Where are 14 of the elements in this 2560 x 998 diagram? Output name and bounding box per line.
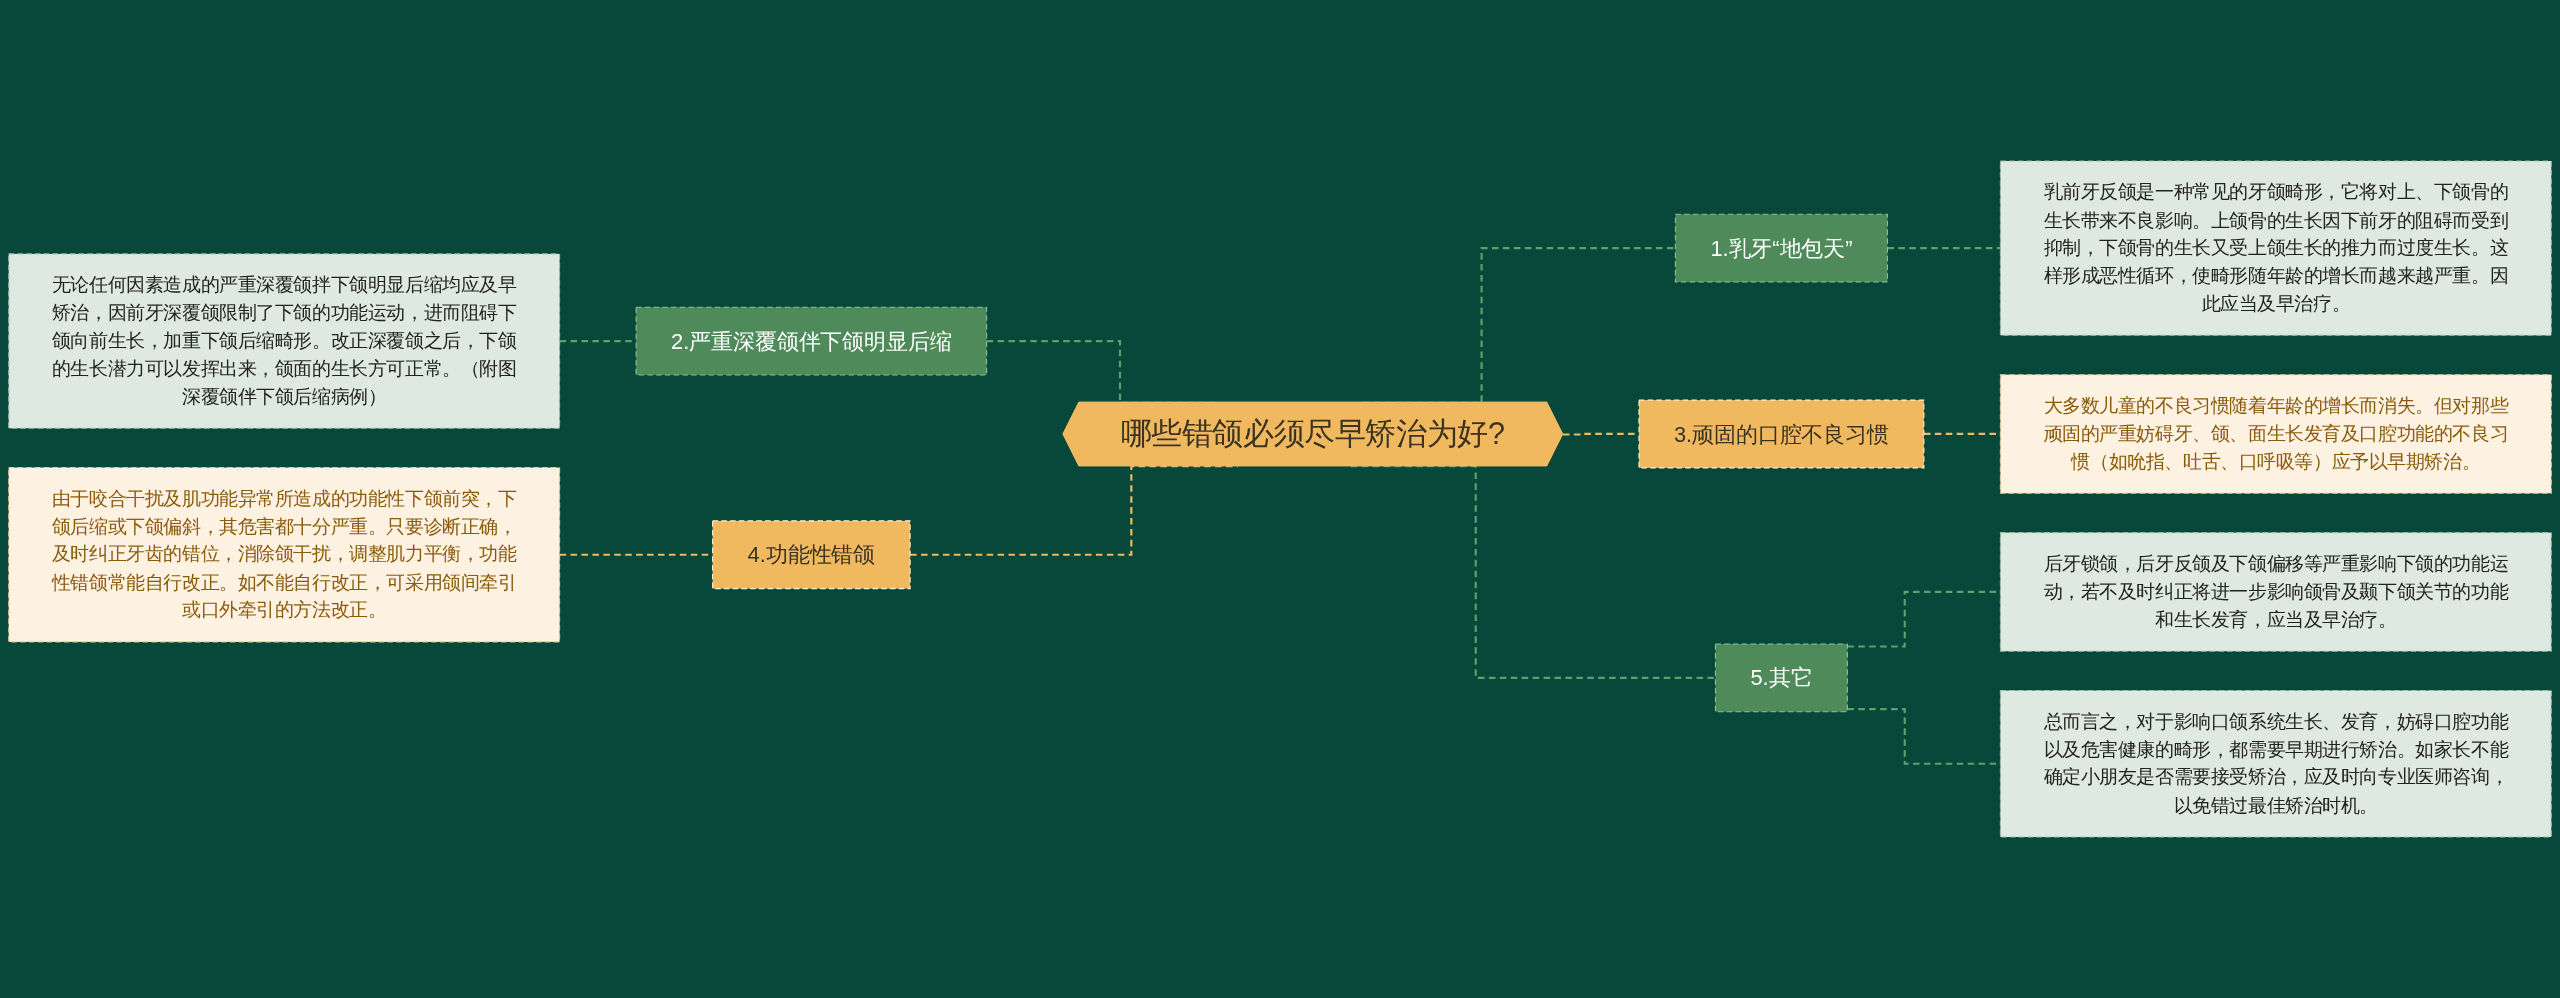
node-box: 后牙锁颌，后牙反颌及下颌偏移等严重影响下颌的功能运动，若不及时纠正将进一步影响颌骨及颞下颌关节的功能和生长发育，应当及早治疗。	[1999, 532, 2552, 652]
node-box: 大多数儿童的不良习惯随着年龄的增长而消失。但对那些顽固的严重妨碍牙、颌、面生长发育及口腔功能的不良习惯（如吮指、吐舌、口呼吸等）应予以早期矫治。	[1999, 374, 2552, 494]
node-box: 乳前牙反颌是一种常见的牙颌畸形，它将对上、下颌骨的生长带来不良影响。上颌骨的生长因下前牙的阻碍而受到抑制，下颌骨的生长又受上颌生长的推力而过度生长。这样形成恶性循环，使畸形随年龄的增长而越来越严重。因此应当及早治疗。	[1999, 160, 2552, 336]
connector	[910, 465, 1238, 556]
connector	[1887, 247, 2001, 250]
node-box: 总而言之，对于影响口颌系统生长、发育，妨碍口腔功能以及危害健康的畸形，都需要早期进行矫治。如家长不能确定小朋友是否需要接受矫治，应及时向专业医师咨询，以免错过最佳矫治时机。	[1999, 690, 2552, 838]
node-box: 2.严重深覆颌伴下颌明显后缩	[635, 306, 988, 376]
node-box: 4.功能性错颌	[712, 520, 911, 590]
node-box: 3.顽固的口腔不良习惯	[1638, 399, 1925, 469]
node-box: 无论任何因素造成的严重深覆颌拌下颌明显后缩均应及早矫治，因前牙深覆颌限制了下颌的功能运动，进而阻碍下颌向前生长，加重下颌后缩畸形。改正深覆颌之后，下颌的生长潜力可以发挥出来，颌面的生长方可正常。（附图深覆颌伴下颌后缩病例）	[8, 253, 561, 429]
node-box: 5.其它	[1714, 643, 1848, 713]
node-box: 由于咬合干扰及肌功能异常所造成的功能性下颌前突，下颌后缩或下颌偏斜，其危害都十分严重。只要诊断正确，及时纠正牙齿的错位，消除颌干扰，调整肌力平衡，功能性错颌常能自行改正。如不能自行改正，可采用颌间牵引或口外牵引的方法改正。	[8, 467, 561, 643]
node-box: 1.乳牙“地包天”	[1674, 213, 1888, 283]
connector	[1350, 465, 1716, 679]
